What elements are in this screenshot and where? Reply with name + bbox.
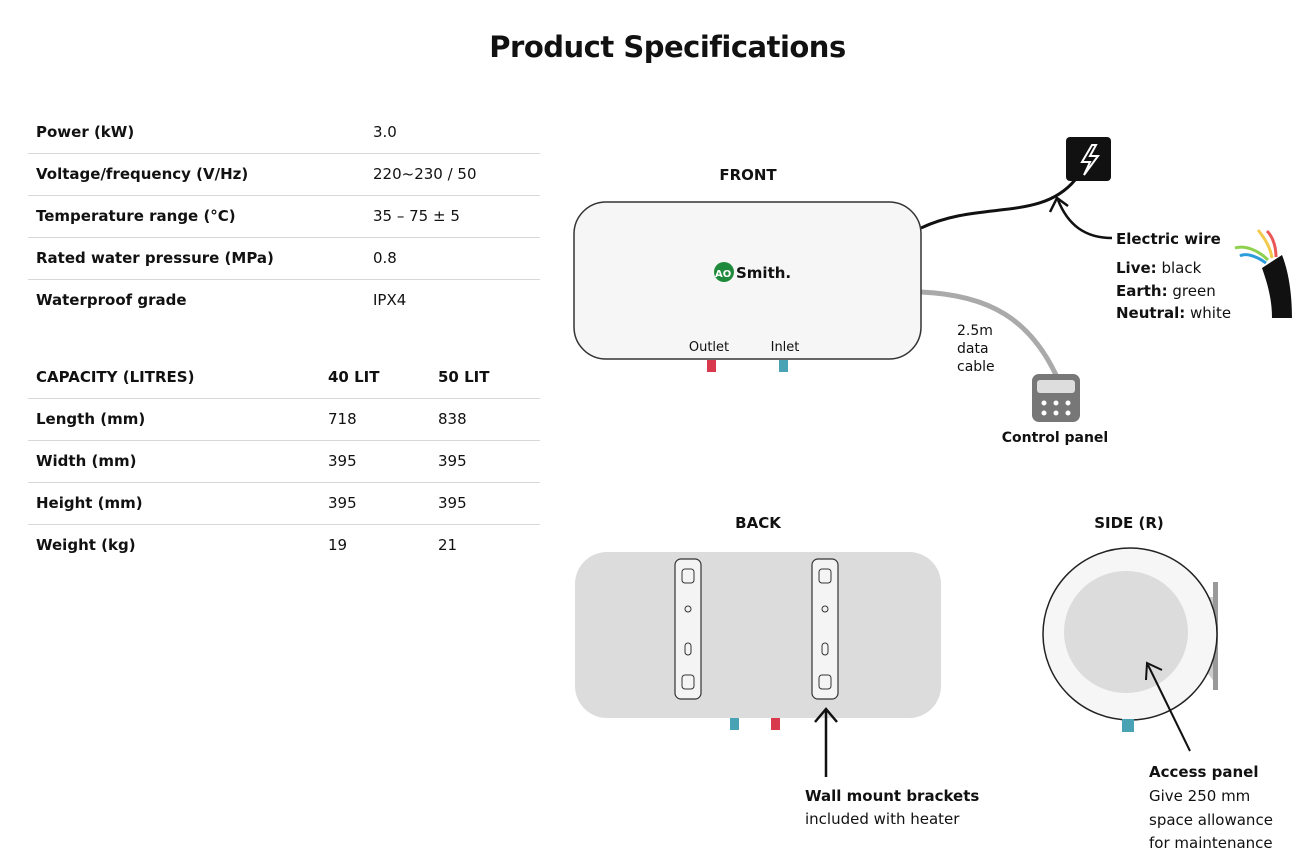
electric-wire-line (920, 179, 1077, 230)
spec-label: Temperature range (°C) (36, 207, 236, 225)
access-panel (1064, 571, 1188, 693)
header-50: 50 LIT (438, 368, 490, 386)
access-subtitle: Give 250 mm (1149, 787, 1250, 805)
outlet-pipe (771, 718, 780, 730)
data-cable-line (920, 289, 1059, 377)
brand-logo (714, 262, 734, 282)
value-40: 718 (328, 410, 357, 428)
svg-text:Live: black: Live: black (1116, 259, 1202, 277)
value-50: 838 (438, 410, 467, 428)
brackets-subtitle: included with heater (805, 810, 960, 828)
specs-table: Power (kW) 3.0 Voltage/frequency (V/Hz) 22… (28, 112, 540, 321)
value-40: 395 (328, 494, 357, 512)
spec-value: IPX4 (373, 291, 407, 309)
control-panel-icon (1032, 374, 1080, 422)
svg-text:AO: AO (715, 269, 731, 280)
cable-label: data (957, 341, 989, 357)
heater-front (573, 201, 922, 360)
lightning-icon (1080, 144, 1100, 176)
value-50: 395 (438, 494, 467, 512)
wire-color: black (1161, 259, 1201, 277)
table-row: Rated water pressure (MPa) 0.8 (28, 238, 540, 280)
value-40: 19 (328, 536, 348, 554)
table-row: Voltage/frequency (V/Hz) 220~230 / 50 (28, 154, 540, 196)
inlet-pipe (779, 360, 788, 372)
cable-label: cable (957, 359, 995, 375)
control-panel-label: Control panel (1002, 430, 1108, 446)
back-label: BACK (735, 514, 782, 532)
arrow-icon (1145, 661, 1191, 752)
spec-value: 3.0 (373, 123, 397, 141)
wire-name: Live: (1116, 259, 1157, 277)
heater-back (575, 552, 941, 718)
wire-color: white (1190, 304, 1231, 322)
inlet-pipe (730, 718, 739, 730)
access-subtitle: for maintenance (1149, 834, 1273, 852)
arrow-icon (814, 707, 838, 777)
power-socket-icon (1066, 137, 1111, 181)
table-row: Height (mm) 395 395 (28, 483, 540, 525)
arrow-icon (1056, 199, 1113, 240)
access-title: Access panel (1149, 763, 1259, 781)
svg-text:Smith.: Smith. (736, 264, 791, 282)
brackets-title: Wall mount brackets (805, 787, 979, 805)
outlet-label: Outlet (689, 340, 729, 355)
inlet-label: Inlet (771, 340, 800, 355)
wire-color: green (1172, 282, 1215, 300)
wall-bracket (811, 558, 839, 700)
wall-bracket (674, 558, 702, 700)
value-50: 395 (438, 452, 467, 470)
table-row: Temperature range (°C) 35 – 75 ± 5 (28, 196, 540, 238)
side-label: SIDE (R) (1094, 514, 1164, 532)
page-title: Product Specifications (489, 30, 846, 64)
spec-label: Waterproof grade (36, 291, 187, 309)
table-header: CAPACITY (LITRES) 40 LIT 50 LIT (28, 357, 540, 399)
value-50: 21 (438, 536, 458, 554)
value-40: 395 (328, 452, 357, 470)
spec-value: 35 – 75 ± 5 (373, 207, 460, 225)
capacity-table: CAPACITY (LITRES) 40 LIT 50 LIT Length (mm… (28, 357, 540, 566)
spec-label: Power (kW) (36, 123, 135, 141)
header-40: 40 LIT (328, 368, 380, 386)
row-label: Height (mm) (36, 494, 143, 512)
svg-text:Earth: green: Earth: green (1116, 282, 1216, 300)
table-row: Width (mm) 395 395 (28, 441, 540, 483)
spec-label: Rated water pressure (MPa) (36, 249, 274, 267)
access-subtitle: space allowance (1149, 811, 1273, 829)
wire-bundle-icon (1234, 229, 1292, 318)
cable-label: 2.5m (957, 323, 993, 339)
spec-value: 0.8 (373, 249, 397, 267)
header-capacity: CAPACITY (LITRES) (36, 368, 195, 386)
wire-name: Earth: (1116, 282, 1168, 300)
spec-label: Voltage/frequency (V/Hz) (36, 165, 249, 183)
front-label: FRONT (719, 166, 777, 184)
table-row: Length (mm) 718 838 (28, 399, 540, 441)
spec-value: 220~230 / 50 (373, 165, 477, 183)
table-row: Power (kW) 3.0 (28, 112, 540, 154)
wire-name: Neutral: (1116, 304, 1185, 322)
row-label: Length (mm) (36, 410, 146, 428)
row-label: Width (mm) (36, 452, 137, 470)
row-label: Weight (kg) (36, 536, 136, 554)
electric-wire-label: Electric wire (1116, 230, 1221, 248)
svg-text:Neutral: white: Neutral: white (1116, 304, 1231, 322)
table-row: Weight (kg) 19 21 (28, 525, 540, 566)
table-row: Waterproof grade IPX4 (28, 280, 540, 321)
outlet-pipe (707, 360, 716, 372)
pipe (1122, 719, 1134, 732)
